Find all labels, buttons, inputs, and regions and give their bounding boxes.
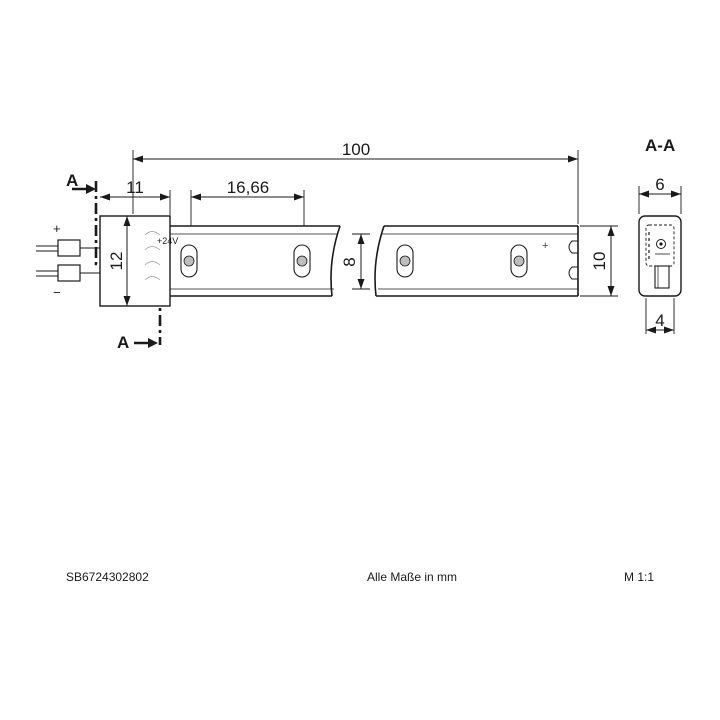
- dimension-section-bottom-width: 4: [645, 298, 675, 334]
- led-2: [293, 244, 311, 278]
- section-label-bottom: A: [117, 333, 129, 352]
- led-1: [180, 244, 198, 278]
- polarity-plus-label: +: [53, 221, 61, 236]
- dimension-led-pitch-label: 16,66: [227, 178, 270, 197]
- cross-section-profile: [638, 215, 682, 297]
- polarity-minus-label: −: [53, 285, 61, 300]
- dimension-connector-length: 11: [100, 178, 171, 215]
- dimension-outer-height: 10: [580, 225, 618, 297]
- connector-cap: +24V: [99, 215, 178, 307]
- section-view-title: A-A: [645, 136, 675, 155]
- strip-plus-mark: +: [542, 240, 548, 252]
- dimension-connector-length-label: 11: [126, 178, 144, 197]
- dimension-strip-height-label: 8: [340, 257, 359, 266]
- led-strip-segment-right: +: [374, 225, 579, 297]
- wire-minus: [36, 264, 100, 282]
- led-strip-segment-left: [170, 225, 341, 297]
- dimension-led-pitch: 16,66: [190, 178, 305, 226]
- section-marker-bottom: A: [117, 333, 158, 352]
- dimension-connector-height: 12: [107, 216, 131, 306]
- dimension-section-width: 6: [638, 175, 682, 214]
- dimension-section-bottom-width-label: 4: [655, 311, 664, 330]
- dimension-total-length: 100: [132, 140, 579, 224]
- dimension-strip-height: 8: [340, 233, 370, 290]
- dimension-section-width-label: 6: [655, 175, 664, 194]
- article-number: SB6724302802: [66, 570, 149, 584]
- units-note: Alle Maße in mm: [367, 570, 458, 584]
- scale-label: M 1:1: [623, 570, 654, 584]
- voltage-mark: +24V: [157, 236, 178, 246]
- led-3: [396, 244, 414, 278]
- dimension-outer-height-label: 10: [590, 252, 609, 271]
- led-4: [510, 244, 528, 278]
- section-marker-top: A: [66, 171, 96, 194]
- wire-plus: [36, 239, 100, 257]
- dimension-total-length-label: 100: [342, 140, 370, 159]
- dimension-connector-height-label: 12: [107, 252, 126, 271]
- section-label-top: A: [66, 171, 78, 190]
